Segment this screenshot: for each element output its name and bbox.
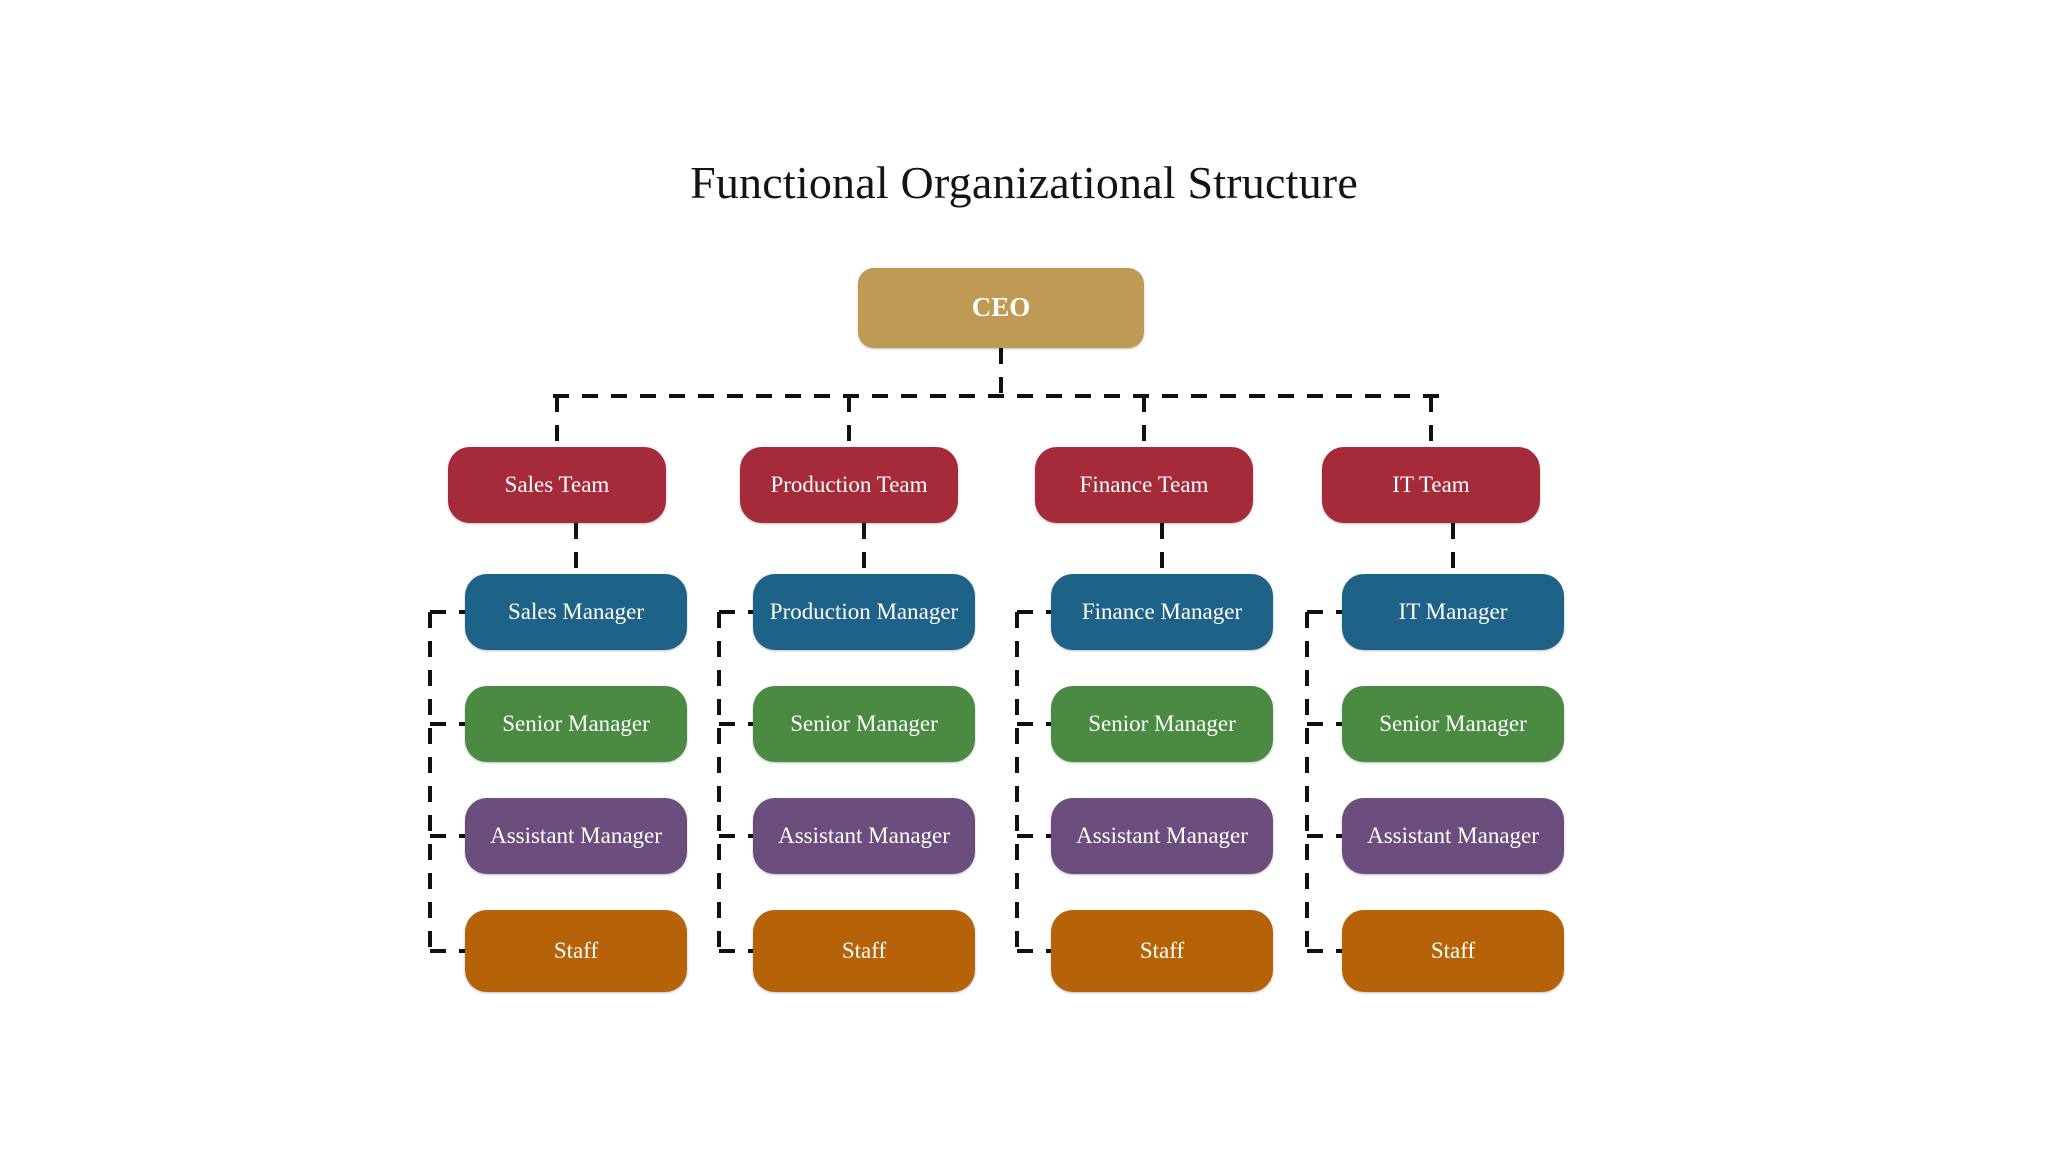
node-it-team[interactable]: IT Team bbox=[1322, 447, 1540, 523]
node-production-manager[interactable]: Production Manager bbox=[753, 574, 975, 650]
node-label: Finance Team bbox=[1079, 472, 1209, 498]
node-label: Assistant Manager bbox=[778, 823, 950, 849]
node-ceo[interactable]: CEO bbox=[858, 268, 1144, 348]
node-sales-assistant[interactable]: Assistant Manager bbox=[465, 798, 687, 874]
node-label: Production Team bbox=[770, 472, 928, 498]
node-sales-manager[interactable]: Sales Manager bbox=[465, 574, 687, 650]
node-finance-senior[interactable]: Senior Manager bbox=[1051, 686, 1273, 762]
node-finance-staff[interactable]: Staff bbox=[1051, 910, 1273, 992]
node-sales-staff[interactable]: Staff bbox=[465, 910, 687, 992]
node-production-assistant[interactable]: Assistant Manager bbox=[753, 798, 975, 874]
node-label: Assistant Manager bbox=[1367, 823, 1539, 849]
node-label: IT Manager bbox=[1398, 599, 1508, 625]
node-label: Assistant Manager bbox=[1076, 823, 1248, 849]
node-finance-manager[interactable]: Finance Manager bbox=[1051, 574, 1273, 650]
node-production-team[interactable]: Production Team bbox=[740, 447, 958, 523]
node-label: Assistant Manager bbox=[490, 823, 662, 849]
node-label: Production Manager bbox=[769, 599, 959, 625]
node-label: Staff bbox=[841, 938, 887, 964]
node-label: Senior Manager bbox=[502, 711, 650, 737]
node-it-assistant[interactable]: Assistant Manager bbox=[1342, 798, 1564, 874]
node-finance-assistant[interactable]: Assistant Manager bbox=[1051, 798, 1273, 874]
node-label: CEO bbox=[971, 292, 1031, 323]
node-it-staff[interactable]: Staff bbox=[1342, 910, 1564, 992]
node-sales-senior[interactable]: Senior Manager bbox=[465, 686, 687, 762]
node-sales-team[interactable]: Sales Team bbox=[448, 447, 666, 523]
node-production-staff[interactable]: Staff bbox=[753, 910, 975, 992]
node-label: IT Team bbox=[1392, 472, 1470, 498]
node-label: Senior Manager bbox=[1088, 711, 1236, 737]
node-label: Finance Manager bbox=[1081, 599, 1243, 625]
node-label: Sales Manager bbox=[507, 599, 645, 625]
page-title: Functional Organizational Structure bbox=[690, 157, 1358, 208]
node-label: Sales Team bbox=[504, 472, 610, 498]
node-label: Staff bbox=[1139, 938, 1185, 964]
node-it-manager[interactable]: IT Manager bbox=[1342, 574, 1564, 650]
node-finance-team[interactable]: Finance Team bbox=[1035, 447, 1253, 523]
node-production-senior[interactable]: Senior Manager bbox=[753, 686, 975, 762]
node-label: Senior Manager bbox=[790, 711, 938, 737]
node-label: Staff bbox=[553, 938, 599, 964]
node-it-senior[interactable]: Senior Manager bbox=[1342, 686, 1564, 762]
node-label: Staff bbox=[1430, 938, 1476, 964]
node-label: Senior Manager bbox=[1379, 711, 1527, 737]
